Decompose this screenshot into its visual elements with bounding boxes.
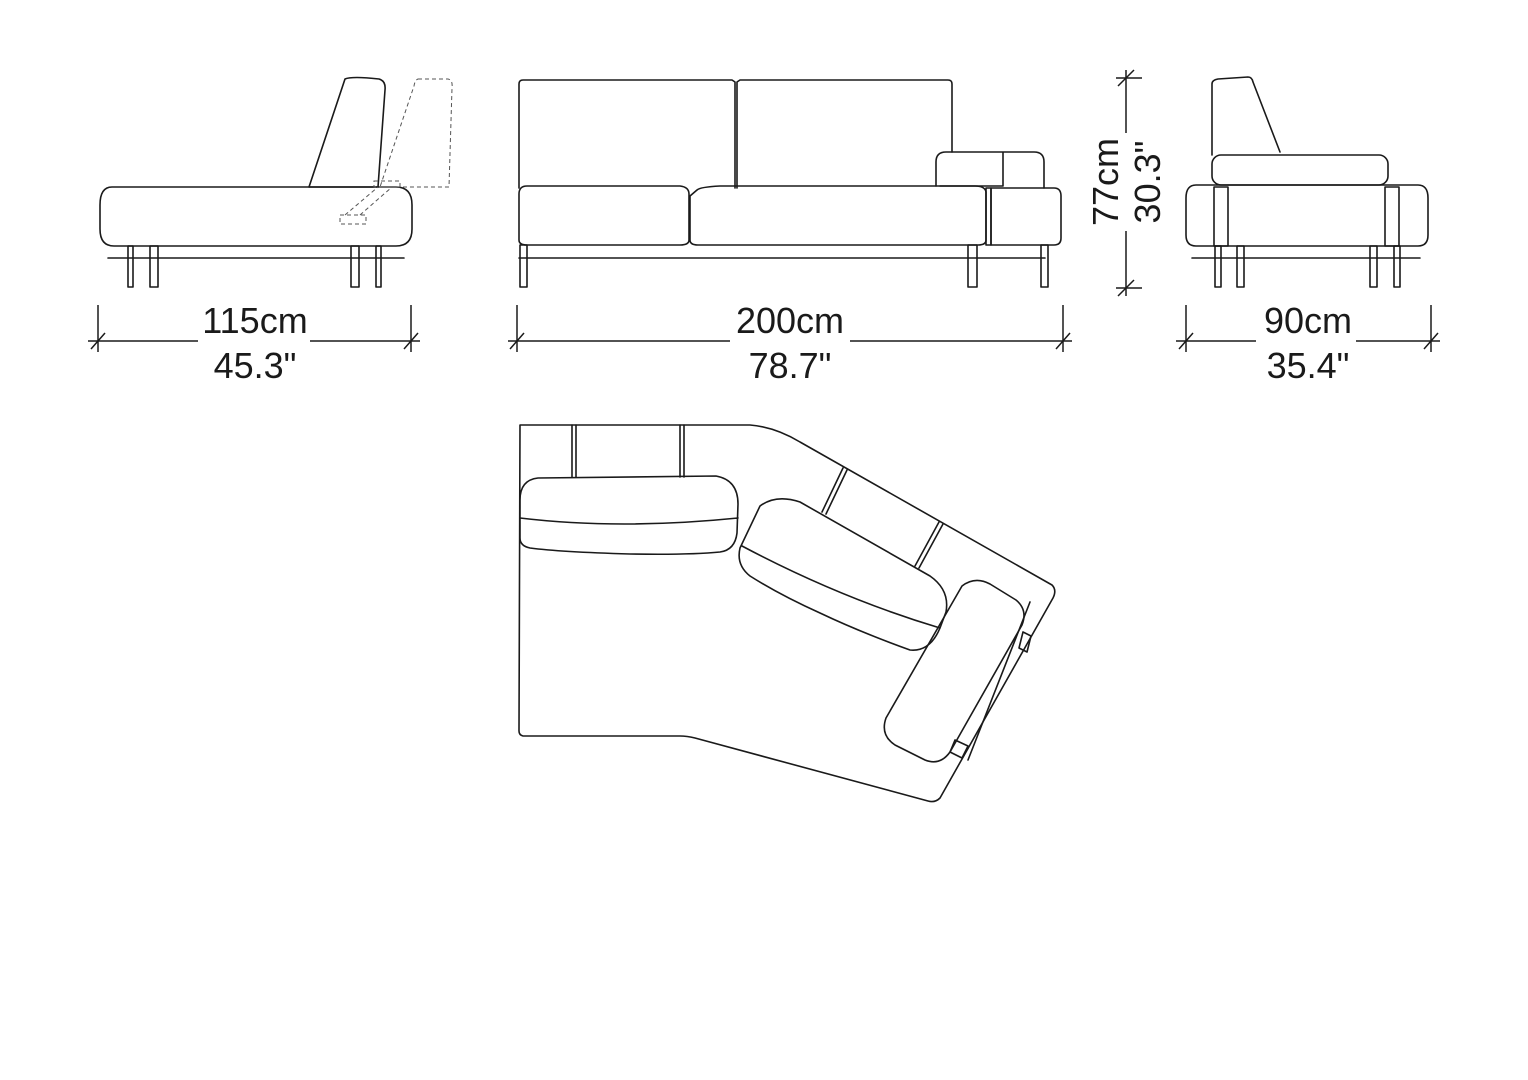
arm-depth-tick-mark — [1178, 332, 1194, 350]
arm-depth-imperial-label: 35.4" — [1267, 345, 1350, 386]
side-view — [99, 76, 453, 288]
end-leg — [1369, 245, 1378, 288]
arm-depth-label-mask — [1256, 322, 1356, 352]
side-backrest — [308, 76, 386, 188]
depth-dimension: 115cm 45.3" — [88, 300, 420, 386]
front-leg — [519, 244, 528, 288]
end-view — [1185, 76, 1429, 288]
front-leg — [1040, 244, 1049, 288]
top-back-segment — [821, 467, 944, 569]
top-back-segment — [571, 424, 685, 478]
top-cushion-left — [519, 475, 739, 556]
end-back-cushion — [1211, 154, 1389, 186]
front-view — [518, 79, 1062, 288]
side-leg — [350, 245, 360, 288]
arm-depth-tick-mark — [1423, 332, 1439, 350]
end-backrest — [1211, 76, 1281, 156]
height-label-mask — [1086, 133, 1166, 231]
front-seat-cushion-right — [689, 185, 987, 246]
side-leg — [127, 245, 134, 288]
top-arm-edge — [949, 601, 1032, 761]
front-backrest-right — [736, 79, 953, 189]
front-seat-cushion-left — [518, 185, 690, 246]
width-imperial-label: 78.7" — [749, 345, 832, 386]
side-seat-body — [99, 186, 413, 247]
height-tick-mark — [1117, 69, 1135, 87]
top-view — [518, 424, 1056, 803]
depth-label-mask — [198, 322, 310, 352]
arm-depth-metric-label: 90cm — [1264, 300, 1352, 341]
height-imperial-label: 30.3" — [1127, 141, 1168, 224]
front-backrest-left — [518, 79, 736, 189]
end-side-strap — [1384, 186, 1400, 247]
depth-imperial-label: 45.3" — [214, 345, 297, 386]
arm-depth-dimension: 90cm 35.4" — [1176, 300, 1440, 386]
height-tick-mark — [1117, 279, 1135, 297]
width-tick-mark — [1055, 332, 1071, 350]
side-leg — [375, 245, 382, 288]
width-dimension: 200cm 78.7" — [508, 300, 1072, 386]
width-label-mask — [730, 322, 850, 352]
width-metric-label: 200cm — [736, 300, 844, 341]
depth-metric-label: 115cm — [202, 300, 307, 341]
height-dimension: 77cm 30.3" — [1085, 69, 1168, 297]
front-leg — [967, 244, 978, 288]
side-backrest-reclined-outline — [379, 78, 453, 188]
end-seat-body — [1185, 184, 1429, 247]
front-armrest-block — [990, 187, 1062, 246]
top-cushion-right — [738, 498, 948, 651]
front-arm-pillow — [935, 151, 1045, 189]
depth-tick-mark — [90, 332, 106, 350]
end-leg — [1236, 245, 1245, 288]
height-metric-label: 77cm — [1085, 138, 1126, 226]
width-tick-mark — [509, 332, 525, 350]
end-leg — [1214, 245, 1222, 288]
end-side-strap — [1213, 186, 1229, 247]
end-leg — [1393, 245, 1401, 288]
top-outline — [518, 424, 1056, 803]
depth-tick-mark — [403, 332, 419, 350]
side-hinge-mechanism — [339, 180, 401, 225]
side-leg — [149, 245, 159, 288]
